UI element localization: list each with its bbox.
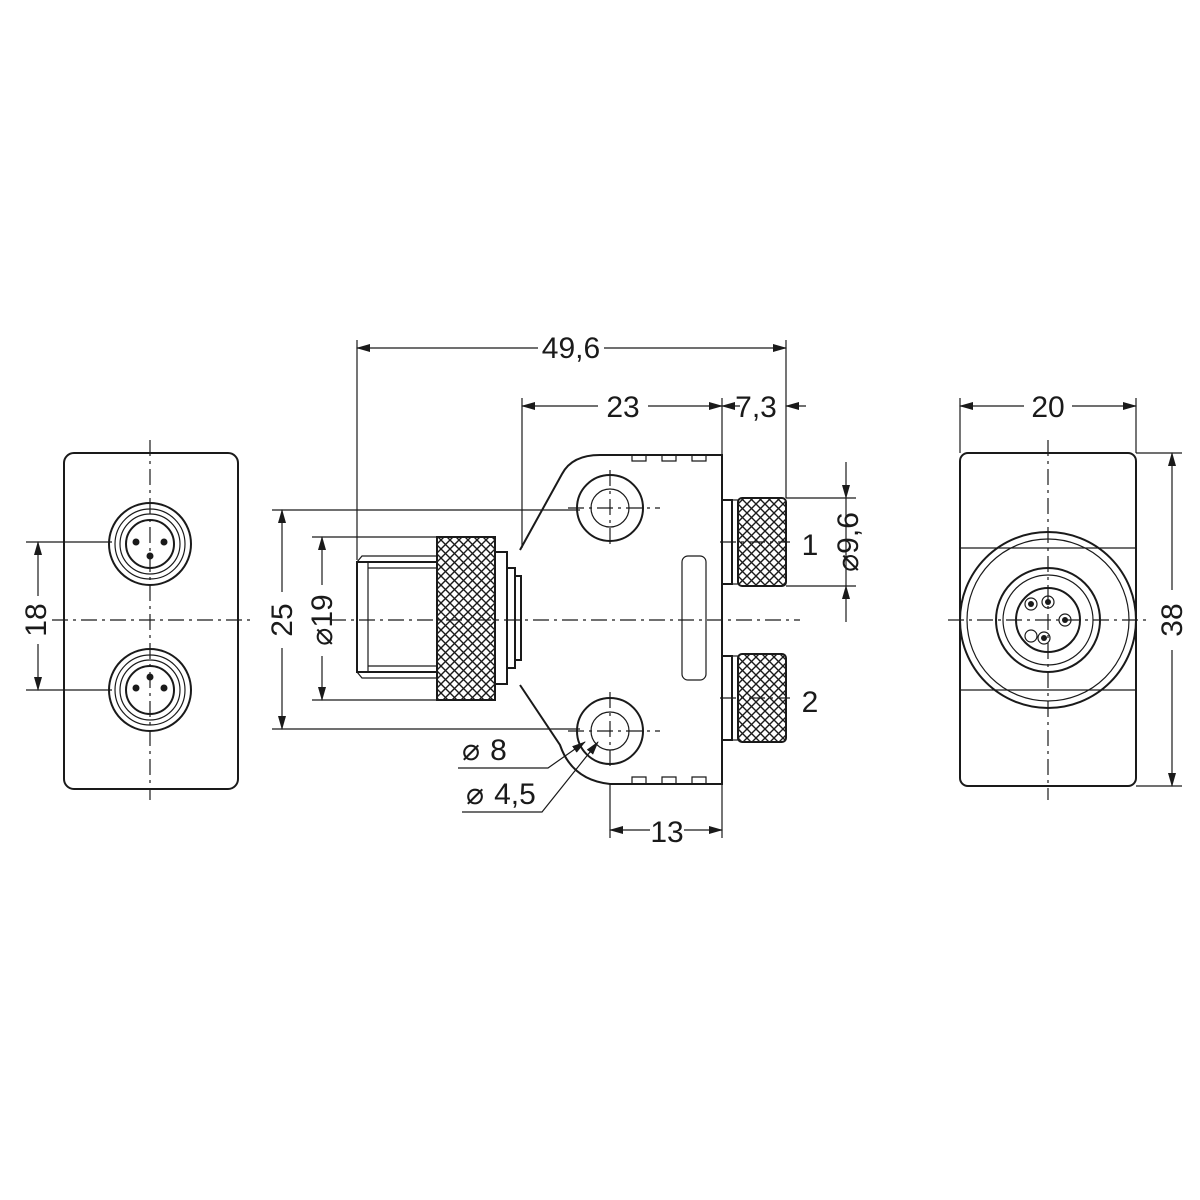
dim-hole-diameter: ⌀4,5	[466, 778, 536, 811]
dim-port-protrusion: 7,3	[735, 391, 777, 424]
port-1-label: 1	[802, 529, 819, 562]
dim-port-diameter: ⌀9,6	[832, 512, 865, 572]
dim-counterbore-diameter: ⌀8	[462, 734, 507, 767]
left-view-connector-top	[108, 502, 192, 586]
mounting-hole-bottom	[568, 692, 660, 768]
center-view: 49,6 23 7,3 25 ⌀19 ⌀9,6	[266, 332, 865, 849]
dim-body-length: 23	[606, 391, 639, 424]
left-view: 18	[20, 440, 250, 800]
main-connector-knurl	[436, 536, 496, 701]
dim-main-diameter: ⌀19	[306, 594, 339, 645]
left-view-housing	[63, 452, 239, 790]
center-label-slot	[681, 555, 707, 681]
mounting-hole-top	[568, 470, 660, 548]
dim-height: 25	[266, 603, 299, 636]
port-2-label: 2	[802, 686, 819, 719]
dim-hole-offset: 13	[650, 816, 683, 849]
left-view-connector-bottom	[108, 648, 192, 732]
dim-overall-length: 49,6	[542, 332, 600, 365]
dim-port-spacing: 18	[20, 603, 53, 636]
right-view: 20 38	[948, 391, 1189, 800]
dim-side-height: 38	[1156, 603, 1189, 636]
main-connector	[356, 536, 522, 701]
dim-side-width: 20	[1031, 391, 1064, 424]
